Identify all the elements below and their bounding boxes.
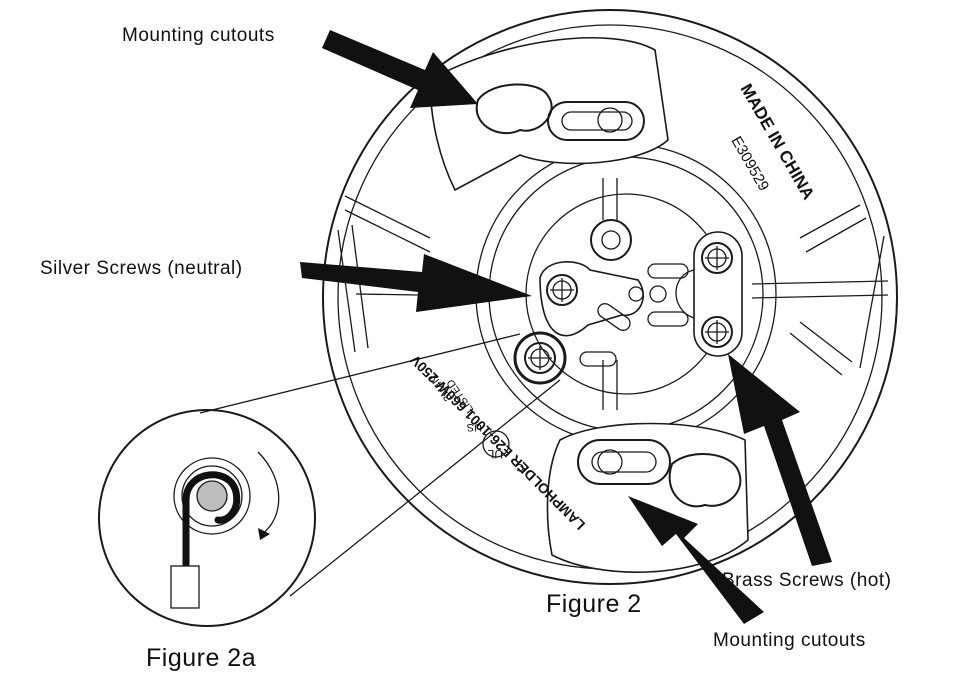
silver-terminal-plate <box>539 261 644 337</box>
projection-line-top <box>199 333 521 414</box>
center-boss-outer <box>590 219 632 261</box>
label-mounting-cutouts-top: Mounting cutouts <box>122 25 275 46</box>
silver-screw-bottom-highlight <box>513 331 567 385</box>
label-mounting-cutouts-bottom: Mounting cutouts <box>713 630 866 651</box>
silver-screw-bottom <box>524 342 556 374</box>
silver-screw-top <box>546 274 578 306</box>
made-in-china-text: MADE IN CHINA <box>737 81 819 203</box>
brass-screw-top <box>701 242 733 274</box>
top-mounting-slot <box>561 111 633 131</box>
label-silver-screws: Silver Screws (neutral) <box>40 258 243 279</box>
silver-screw-bottom-slot <box>528 346 552 370</box>
bottom-keyhole <box>597 449 623 475</box>
housing-outer-ring <box>322 9 898 585</box>
bottom-mounting-cutout-right <box>668 453 742 508</box>
label-figure-2a: Figure 2a <box>146 644 257 672</box>
ul-c-text: C <box>516 461 524 473</box>
top-mounting-cutout-left <box>475 83 553 135</box>
ul-logo-circle <box>482 430 510 458</box>
ul-logo-text: UL <box>487 447 503 461</box>
arrow-silver-screws <box>300 254 532 312</box>
housing-channels <box>602 178 618 410</box>
figure-2a-wire-insulation <box>170 565 200 609</box>
figure-2a-screw-shaft <box>196 480 228 512</box>
bottom-mounting-cutout-left <box>577 439 671 485</box>
figure-2a-clockwise-arrow <box>257 451 280 535</box>
figure-2a-magnifier <box>98 409 316 627</box>
bottom-mounting-tab <box>546 422 749 573</box>
arrow-mounting-top <box>322 30 478 108</box>
figure-2a-arrowhead <box>258 528 270 540</box>
label-figure-2: Figure 2 <box>546 590 642 618</box>
brass-screw-bottom <box>701 316 733 348</box>
brass-terminal-plate <box>693 231 743 357</box>
figure-2a-wire-loop <box>182 471 241 570</box>
ul-us-text: US <box>467 421 482 433</box>
top-mounting-cutout-right <box>547 101 645 141</box>
brass-screw-top-slot <box>705 246 729 270</box>
center-slots <box>579 263 689 367</box>
silver-screw-top-slot <box>550 278 574 302</box>
bottom-mounting-slot <box>591 451 657 473</box>
figure-2a-screw-outer <box>173 457 251 535</box>
arrow-mounting-bottom <box>628 496 764 624</box>
projection-line-bottom <box>289 379 561 597</box>
brass-screw-bottom-slot <box>705 320 729 344</box>
arrow-brass-screws <box>728 354 832 566</box>
label-brass-screws: Brass Screws (hot) <box>722 570 892 591</box>
figure-2a-screw-inner <box>181 465 243 527</box>
center-boss-inner <box>601 230 621 250</box>
file-number-text: E309529 <box>728 134 773 195</box>
top-keyhole <box>597 107 623 133</box>
